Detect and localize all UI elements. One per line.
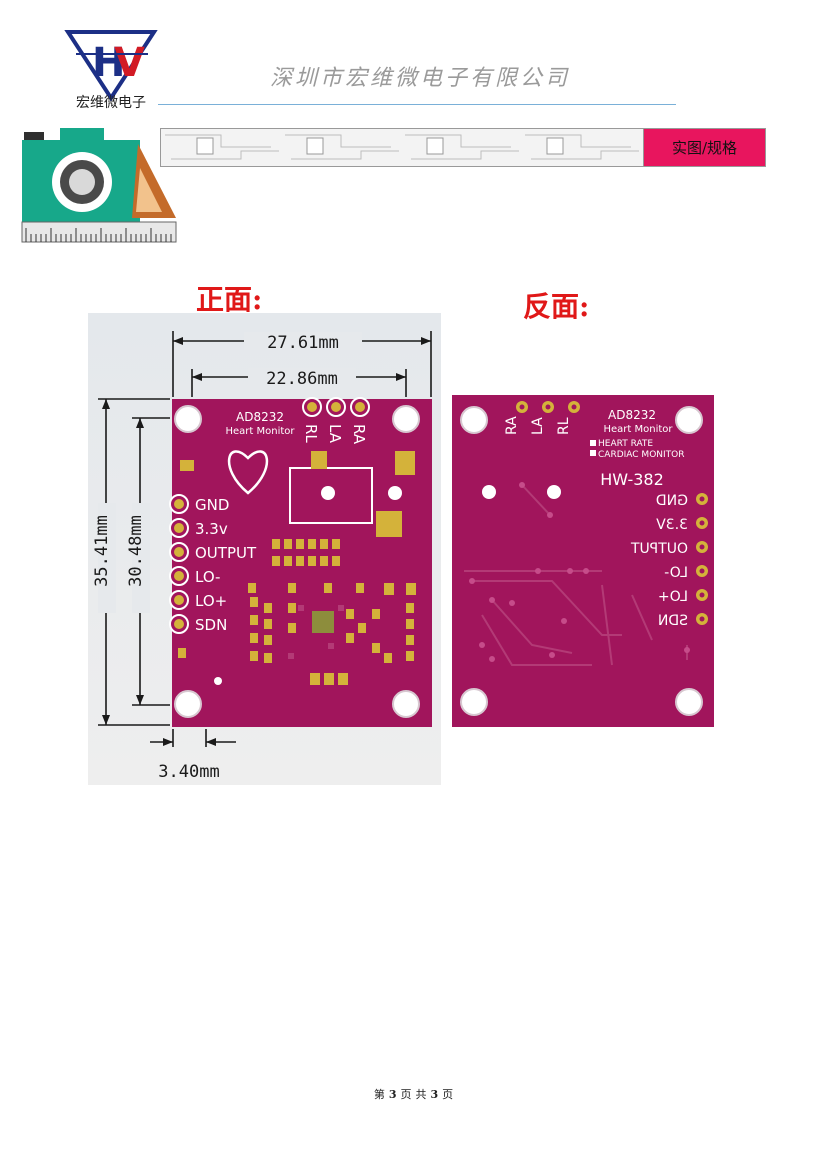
footer-page-unit: 页: [400, 1088, 412, 1101]
front-side-pin-ring: [174, 619, 184, 629]
dim-height-outer: 35.41mm: [92, 515, 112, 587]
svg-text:H: H: [92, 40, 125, 86]
front-side-pin-label: OUTPUT: [195, 544, 257, 562]
camera-ruler-icon: [21, 128, 177, 243]
back-side-pin-label: GND: [656, 493, 688, 509]
back-side-pin-label: LO-: [664, 565, 688, 581]
back-top-pin-hole: [571, 404, 577, 410]
back-top-pin-label: RL: [556, 417, 572, 435]
check-heart-rate: HEART RATE: [598, 439, 653, 449]
dim-offset: 3.40mm: [158, 762, 219, 782]
back-side-pin-label: LO+: [658, 589, 688, 605]
front-side-pin-label: GND: [195, 496, 229, 514]
front-board-subtitle: Heart Monitor: [225, 426, 295, 437]
front-side-pin-label: LO-: [195, 568, 220, 586]
front-top-pin-label: RA: [350, 424, 368, 445]
back-side-pin-hole: [699, 616, 705, 622]
back-side-pin-label: SDN: [658, 613, 688, 629]
front-top-pin-ring: [355, 402, 365, 412]
front-board-diagram: 27.61mm 22.86mm 35.41mm 30.48mm 3.40mm A…: [88, 313, 441, 785]
front-side-pin-label: 3.3v: [195, 520, 228, 538]
circuit-banner: [160, 128, 644, 167]
company-name: 深圳市宏维微电子有限公司: [269, 66, 570, 91]
check-cardiac-monitor: CARDIAC MONITOR: [598, 450, 685, 460]
front-side-pin-ring: [174, 499, 184, 509]
back-top-pin-label: RA: [504, 416, 520, 435]
back-top-pin-hole: [519, 404, 525, 410]
spec-tab[interactable]: 实图/规格: [643, 128, 766, 167]
back-side-pin-hole: [699, 568, 705, 574]
back-board-subtitle: Heart Monitor: [603, 424, 673, 435]
back-side-pin-hole: [699, 592, 705, 598]
back-side-pin-label: 3.3V: [656, 517, 688, 533]
front-chip-name: AD8232: [236, 410, 284, 424]
front-side-label: 正面:: [196, 283, 263, 316]
footer-page-total: 3: [430, 1088, 439, 1101]
footer-total-prefix: 共: [415, 1088, 427, 1101]
back-side-label: 反面:: [523, 290, 590, 323]
back-top-pin-hole: [545, 404, 551, 410]
svg-text:V: V: [114, 40, 145, 86]
company-logo-icon: H V: [64, 30, 158, 102]
back-side-pin-hole: [699, 496, 705, 502]
logo-text: 宏维微电子: [76, 95, 146, 111]
back-model: HW-382: [600, 470, 664, 489]
footer-page-prefix: 第: [373, 1088, 385, 1101]
front-top-pin-ring: [331, 402, 341, 412]
front-side-pin-label: LO+: [195, 592, 227, 610]
front-top-pin-label: RL: [302, 424, 320, 443]
front-side-pin-ring: [174, 547, 184, 557]
header-divider: [158, 104, 676, 105]
front-side-pin-ring: [174, 523, 184, 533]
front-top-pin-label: LA: [326, 424, 344, 444]
dim-width-inner: 22.86mm: [266, 369, 338, 389]
back-side-pin-hole: [699, 520, 705, 526]
dim-height-inner: 30.48mm: [126, 515, 146, 587]
back-chip-name: AD8232: [608, 408, 656, 422]
back-top-pin-label: LA: [530, 417, 546, 435]
back-board-diagram: AD8232 Heart Monitor HEART RATE CARDIAC …: [452, 395, 714, 727]
back-pcb: [452, 395, 714, 727]
dim-width-outer: 27.61mm: [267, 333, 339, 353]
front-side-pin-ring: [174, 571, 184, 581]
back-side-pin-hole: [699, 544, 705, 550]
footer-page-current: 3: [388, 1088, 397, 1101]
front-side-pin-label: SDN: [195, 616, 227, 634]
back-side-pin-label: OUTPUT: [630, 541, 688, 557]
front-side-pin-ring: [174, 595, 184, 605]
footer-total-unit: 页: [442, 1088, 454, 1101]
front-top-pin-ring: [307, 402, 317, 412]
